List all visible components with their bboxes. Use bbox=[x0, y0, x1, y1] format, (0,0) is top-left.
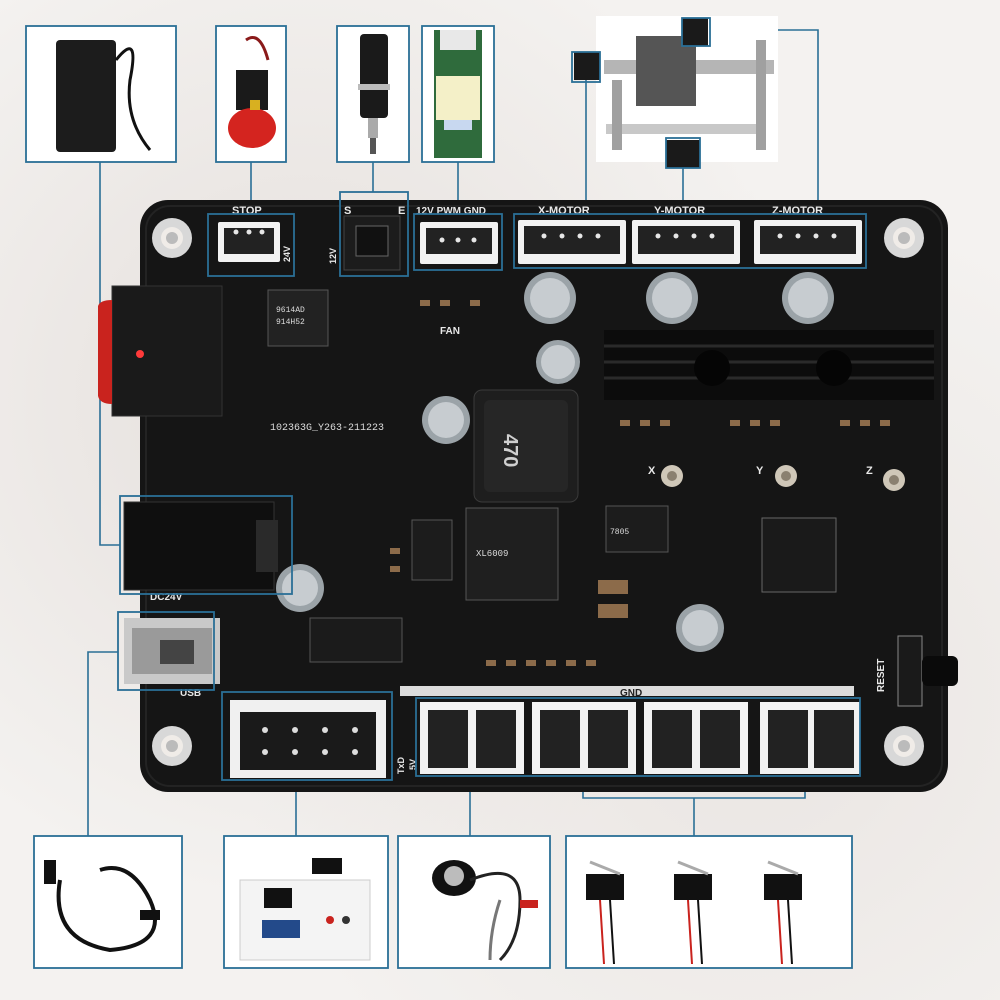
y-motor-label: Y-MOTOR bbox=[654, 205, 705, 217]
ic1-line1: 9614AD bbox=[276, 306, 305, 315]
x-pot-label: X bbox=[648, 465, 656, 477]
board-id-label: 102363G_Y263-211223 bbox=[270, 423, 384, 434]
mounting-holes bbox=[152, 218, 924, 766]
spindle-connector bbox=[343, 215, 401, 271]
y-motor-connector bbox=[632, 220, 740, 264]
fan-pwm-label: 12V PWM GND bbox=[416, 206, 486, 217]
laser-module-thumb bbox=[421, 25, 495, 163]
smd-components bbox=[390, 300, 890, 666]
z-motor-label: Z-MOTOR bbox=[772, 205, 823, 217]
txd-label: TxD bbox=[396, 756, 406, 774]
cnc-machine-thumb bbox=[571, 16, 778, 169]
x-motor-connector bbox=[518, 220, 626, 264]
emergency-stop-thumb bbox=[215, 25, 287, 163]
z-pot-label: Z bbox=[866, 465, 873, 477]
regulator-label: 7805 bbox=[610, 528, 629, 537]
fan-label: FAN bbox=[440, 326, 460, 337]
probe-thumb bbox=[397, 835, 551, 969]
spindle-thumb bbox=[336, 25, 410, 163]
fan-pwm-connector bbox=[420, 222, 498, 264]
gnd-strip bbox=[400, 686, 854, 696]
reset-label: RESET bbox=[876, 659, 887, 692]
pcb-board: STOP S E 12V PWM GND X-MOTOR Y-MOTOR Z-M… bbox=[98, 200, 958, 792]
ic1-line2: 914H52 bbox=[276, 318, 305, 327]
inductor bbox=[473, 389, 579, 503]
ic2-label: XL6009 bbox=[476, 549, 508, 559]
v5-label: 5V bbox=[408, 759, 418, 770]
dc-jack bbox=[123, 501, 278, 591]
potentiometers bbox=[661, 465, 905, 491]
limit-switches-thumb bbox=[565, 835, 853, 969]
stop-connector bbox=[218, 222, 280, 262]
power-adapter-thumb bbox=[25, 25, 177, 163]
reset-button bbox=[897, 635, 958, 707]
limit-connectors bbox=[420, 702, 860, 774]
s-label: S bbox=[344, 205, 351, 217]
usb-cable-thumb bbox=[33, 835, 183, 969]
board-callout-boxes bbox=[117, 191, 867, 781]
x-motor-label: X-MOTOR bbox=[538, 205, 590, 217]
power-switch bbox=[98, 285, 223, 417]
usb-port bbox=[124, 618, 220, 684]
v24-label: 24V bbox=[282, 246, 292, 262]
controller-header bbox=[230, 700, 386, 778]
capacitors bbox=[276, 272, 834, 652]
heatsink bbox=[604, 330, 934, 400]
e-label: E bbox=[398, 205, 405, 217]
v12-label: 12V bbox=[328, 248, 338, 264]
stop-label: STOP bbox=[232, 205, 262, 217]
integrated-circuits bbox=[267, 289, 837, 663]
y-pot-label: Y bbox=[756, 465, 764, 477]
dc24v-label: DC24V bbox=[150, 592, 183, 603]
z-motor-connector bbox=[754, 220, 862, 264]
gnd-label: GND bbox=[620, 688, 642, 699]
offline-controller-thumb bbox=[223, 835, 389, 969]
usb-label: USB bbox=[180, 688, 201, 699]
inductor-label: 470 bbox=[499, 434, 521, 467]
